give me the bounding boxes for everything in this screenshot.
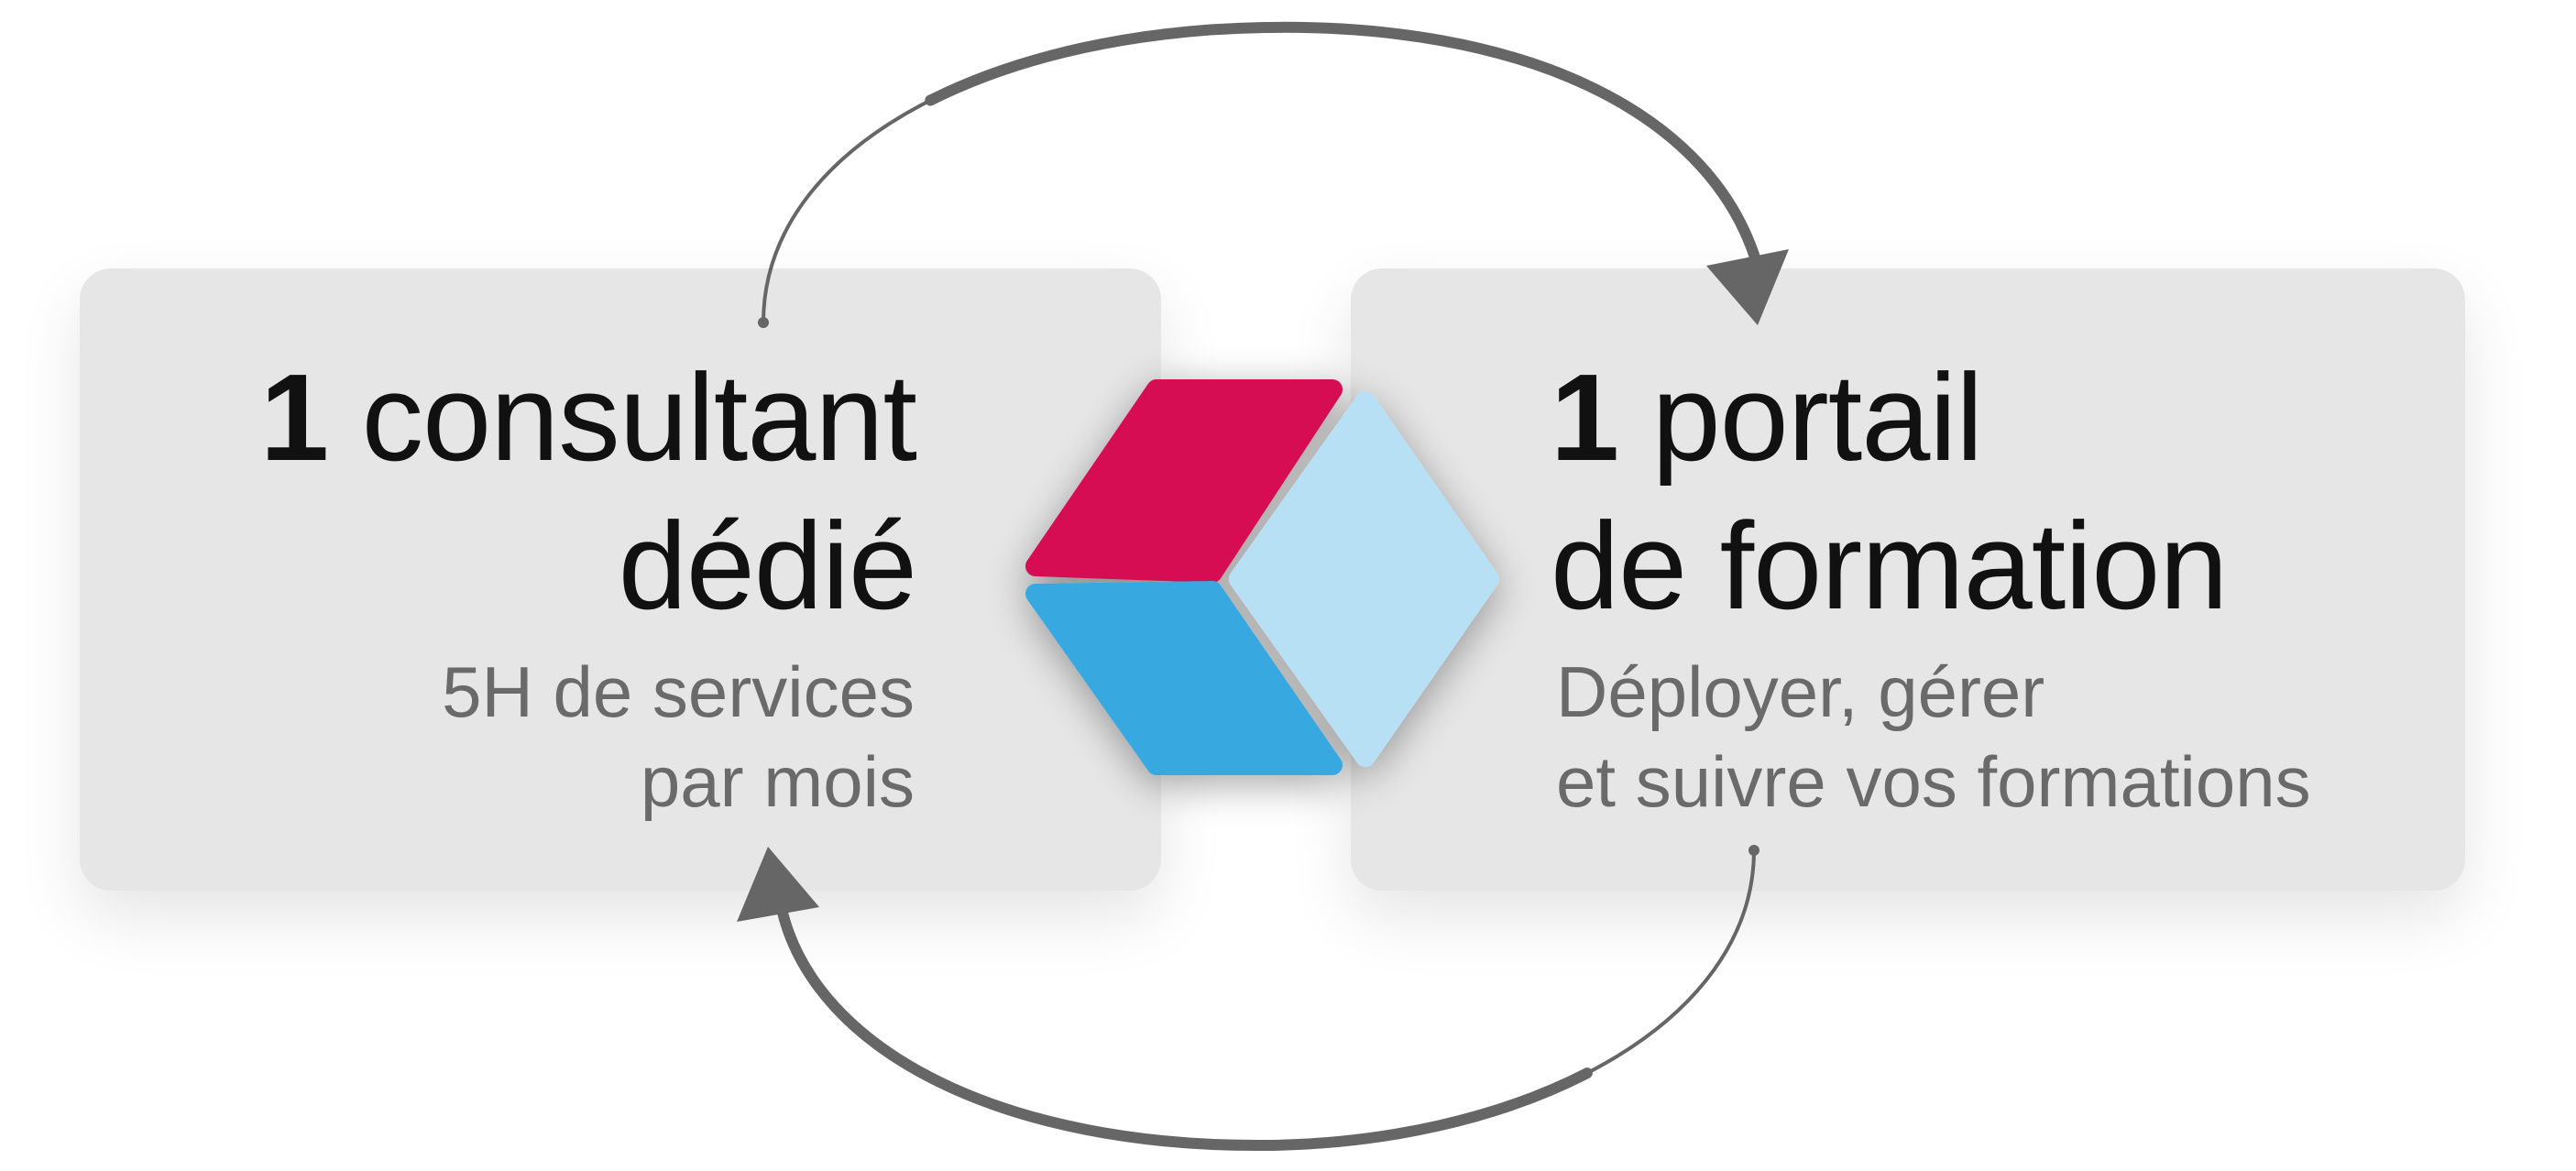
curved-arrow-left-icon (737, 845, 1759, 1152)
training-portal-card (1351, 268, 2465, 891)
consultant-title-word: consultant (361, 348, 917, 487)
consultant-card (80, 268, 1161, 891)
portal-title-word: portail (1651, 348, 1984, 487)
consultant-count: 1 (259, 348, 329, 487)
consultant-subtitle-line2: par mois (640, 741, 915, 822)
portal-title-line2: de formation (1551, 497, 2228, 635)
consultant-title-line2: dédié (618, 497, 917, 635)
portal-subtitle-line1: Déployer, gérer (1556, 651, 2045, 732)
cube-right-face (1229, 391, 1499, 767)
consultant-subtitle-line1: 5H de services (442, 651, 915, 732)
portal-subtitle-line2: et suivre vos formations (1556, 741, 2311, 822)
consultant-title-line1: 1 consultant (259, 344, 917, 492)
cube-top-face (1025, 379, 1343, 583)
cube-bottom-face (1025, 581, 1343, 775)
portal-title-line1: 1 portail (1551, 344, 1984, 492)
curved-arrow-right-icon (758, 21, 1789, 328)
cube-logo-icon (1025, 379, 1499, 775)
portal-count: 1 (1551, 348, 1619, 487)
